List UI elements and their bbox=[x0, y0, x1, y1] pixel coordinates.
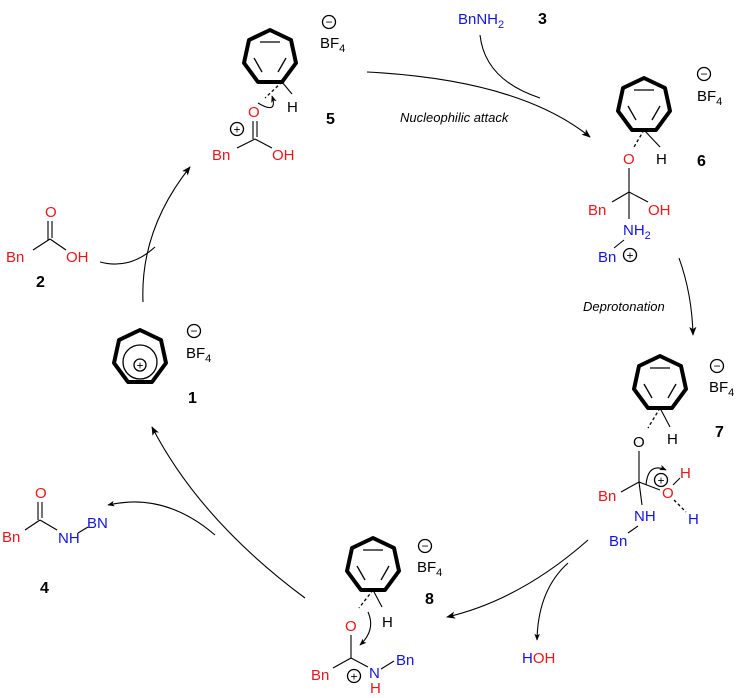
atom-bn-n: BN bbox=[87, 515, 108, 532]
atom-oh: OH bbox=[648, 202, 671, 219]
water-byproduct: HOH bbox=[522, 650, 555, 667]
compound-3-amine: BnNH2 3 bbox=[458, 11, 547, 31]
compound-number: 6 bbox=[697, 153, 706, 170]
arrow-1-to-5 bbox=[142, 166, 191, 303]
atom-bn-n: Bn bbox=[396, 652, 414, 669]
arrow-reagent-2-in bbox=[99, 246, 156, 265]
step-label-deprotonation: Deprotonation bbox=[583, 299, 665, 314]
atom-bn: Bn bbox=[588, 202, 606, 219]
atom-o: O bbox=[633, 434, 645, 451]
compound-number: 7 bbox=[715, 424, 724, 441]
atom-bn-n: Bn bbox=[609, 533, 627, 550]
atom-n: N bbox=[369, 665, 380, 682]
charge-plus: + bbox=[233, 123, 240, 137]
charge-plus: + bbox=[657, 474, 664, 488]
atom-bn-n: Bn bbox=[598, 249, 616, 266]
atom-bn: Bn bbox=[212, 147, 230, 164]
arrow-7-to-8 bbox=[446, 539, 589, 619]
atom-n-h: H bbox=[370, 680, 381, 697]
atom-h: H bbox=[667, 431, 678, 448]
atom-h-upper: H bbox=[680, 465, 691, 482]
compound-5-adduct: H − BF4 O + Bn OH 5 bbox=[212, 14, 345, 164]
arrow-product-4-out bbox=[107, 500, 216, 536]
atom-o: O bbox=[45, 204, 57, 221]
atom-o: O bbox=[35, 485, 47, 502]
atom-o-water: O bbox=[662, 485, 674, 502]
charge-minus: − bbox=[190, 324, 197, 338]
atom-o: O bbox=[623, 151, 635, 168]
compound-2-acid: O Bn OH 2 bbox=[6, 204, 89, 291]
atom-h: H bbox=[382, 614, 393, 631]
atom-o: O bbox=[345, 618, 357, 635]
charge-plus: + bbox=[350, 670, 357, 684]
atom-bn: Bn bbox=[6, 249, 24, 266]
atom-h-lower: H bbox=[688, 511, 699, 528]
charge-plus: + bbox=[626, 249, 633, 263]
compound-8-amidinium: H − BF4 O Bn + N H Bn 8 bbox=[311, 536, 442, 697]
step-label-nucleophilic-attack: Nucleophilic attack bbox=[400, 110, 510, 125]
atom-nh2: NH2 bbox=[623, 222, 651, 242]
compound-4-amide: O Bn NH BN 4 bbox=[2, 485, 108, 597]
compound-1-tropylium: + − BF4 1 bbox=[112, 323, 211, 407]
atom-bn: Bn bbox=[598, 488, 616, 505]
counterion-label: BF4 bbox=[186, 345, 211, 365]
arrow-reagent-3-in bbox=[479, 34, 541, 99]
atom-nh: NH bbox=[58, 530, 80, 547]
atom-o: O bbox=[248, 104, 260, 121]
arrow-6-to-7 bbox=[678, 257, 697, 336]
atom-nh: NH bbox=[634, 508, 656, 525]
atom-bn: Bn bbox=[2, 529, 20, 546]
arrow-water-out bbox=[534, 562, 569, 641]
compound-number: 2 bbox=[36, 274, 45, 291]
counterion-label: BF4 bbox=[417, 559, 442, 579]
atom-oh: OH bbox=[66, 249, 89, 266]
compound-number: 3 bbox=[538, 11, 547, 28]
counterion-label: BF4 bbox=[697, 88, 722, 108]
atom-bn: Bn bbox=[311, 667, 329, 684]
compound-number: 1 bbox=[188, 390, 197, 407]
charge-plus: + bbox=[136, 359, 143, 373]
compound-number: 8 bbox=[425, 591, 434, 608]
atom-oh: OH bbox=[272, 147, 295, 164]
arrow-8-to-1 bbox=[151, 426, 306, 599]
reagent-label: BnNH2 bbox=[458, 11, 504, 31]
charge-minus: − bbox=[700, 67, 707, 81]
charge-minus: − bbox=[325, 15, 332, 29]
atom-h: H bbox=[287, 99, 298, 116]
compound-number: 5 bbox=[326, 111, 335, 128]
charge-minus: − bbox=[713, 359, 720, 373]
charge-minus: − bbox=[421, 539, 428, 553]
counterion-label: BF4 bbox=[320, 35, 345, 55]
compound-6-tetrahedral: H − BF4 O Bn OH NH2 Bn + 6 bbox=[588, 66, 722, 266]
arrow-5-to-6 bbox=[366, 71, 591, 138]
water-label: HOH bbox=[522, 650, 555, 667]
compound-number: 4 bbox=[40, 580, 49, 597]
compound-7-protonated: H − BF4 O Bn O H H + NH Bn 7 bbox=[598, 354, 734, 550]
counterion-label: BF4 bbox=[709, 379, 734, 399]
atom-h: H bbox=[656, 151, 667, 168]
